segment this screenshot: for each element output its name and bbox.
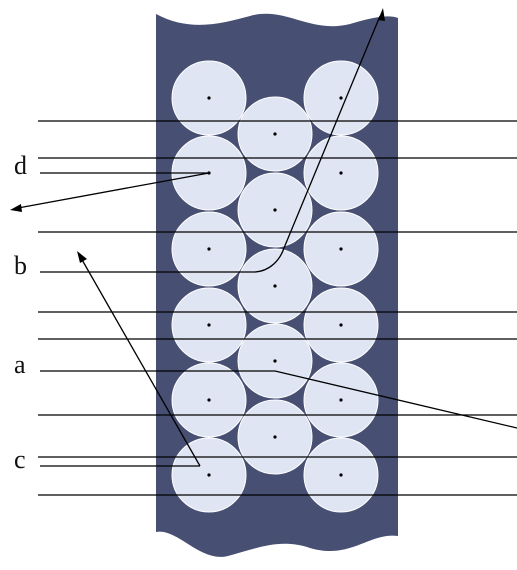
ray-b: [40, 8, 385, 273]
label-c: c: [14, 445, 26, 474]
label-a: a: [14, 350, 26, 379]
ray-a-path: [40, 370, 517, 429]
center-dot: [339, 247, 343, 251]
center-dot: [339, 323, 343, 327]
ray-d-reflected: [17, 172, 210, 209]
center-dot: [339, 171, 343, 175]
center-dot: [273, 359, 277, 363]
ray-c-reflected: [80, 257, 201, 467]
center-dot: [339, 398, 343, 402]
center-dot: [207, 96, 211, 100]
center-dot: [207, 398, 211, 402]
ray-b-path: [40, 15, 381, 273]
ray-d-arrowhead: [10, 204, 22, 212]
ray-c-arrowhead: [77, 251, 87, 263]
center-dot: [207, 323, 211, 327]
center-dot: [339, 473, 343, 477]
horizontal-lines: [38, 120, 517, 496]
center-dot: [273, 132, 277, 136]
center-dot: [273, 284, 277, 288]
center-dot: [339, 96, 343, 100]
label-d: d: [14, 151, 27, 180]
ray-a: [40, 370, 517, 429]
center-dot: [207, 247, 211, 251]
center-dot: [273, 435, 277, 439]
ray-c: [40, 251, 201, 467]
ray-d: [10, 172, 210, 212]
ray-b-arrowhead: [378, 8, 385, 21]
center-dot: [273, 208, 277, 212]
label-b: b: [14, 251, 27, 280]
fiber-center-dots: [207, 96, 343, 477]
center-dot: [207, 473, 211, 477]
